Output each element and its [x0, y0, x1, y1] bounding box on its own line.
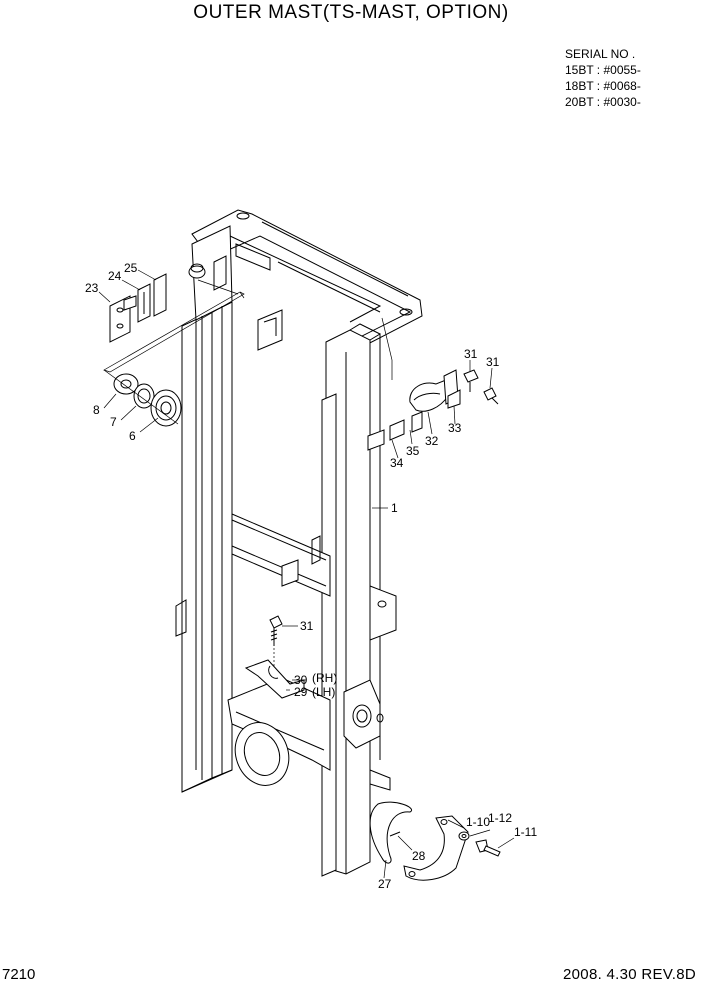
callout-31: 31 — [464, 347, 478, 361]
clamp-parts — [369, 801, 469, 881]
callout-31: 31 — [486, 355, 500, 369]
bolt-1-11 — [475, 839, 501, 857]
mast-bottom-crossmember — [227, 677, 391, 791]
callout-25: 25 — [124, 261, 138, 275]
callout-35: 35 — [406, 444, 420, 458]
revision-date: 2008. 4.30 REV.8D — [563, 966, 696, 983]
callout-33: 33 — [448, 421, 462, 435]
serial-line: 20BT : #0030- — [565, 95, 641, 109]
tilt-bracket — [343, 679, 384, 749]
plate-33 — [443, 369, 461, 409]
bolt-31-top — [463, 369, 499, 405]
roller-stud — [188, 255, 227, 291]
side-bracket — [369, 585, 397, 641]
callout-30-rh: (RH) — [312, 671, 337, 685]
assembly-guide-lines — [103, 279, 393, 425]
shim-24 — [137, 283, 151, 323]
callout-1-10: 1-10 — [466, 815, 490, 829]
page-number: 7210 — [2, 966, 36, 983]
mast-top-crossmember — [191, 209, 423, 349]
roller-6 — [150, 389, 182, 427]
callout-29: 29 — [294, 685, 308, 699]
plate-23 — [109, 295, 137, 343]
callout-1: 1 — [391, 501, 398, 515]
leader-lines — [98, 269, 515, 879]
serial-number-block: SERIAL NO . 15BT : #0055- 18BT : #0068- … — [565, 46, 641, 110]
callout-23: 23 — [85, 281, 99, 295]
mast-left-channel — [175, 225, 233, 793]
callout-29-lh: (LH) — [312, 685, 335, 699]
shim-25 — [153, 273, 167, 317]
shim-7 — [133, 383, 155, 409]
callout-27: 27 — [378, 877, 392, 891]
washer-1-12 — [458, 831, 470, 841]
callout-7: 7 — [110, 415, 117, 429]
bolt-31-center — [269, 615, 283, 666]
bracket-29-30 — [244, 659, 305, 699]
callout-6: 6 — [129, 429, 136, 443]
callout-labels: 1 23 24 25 8 7 6 31 31 32 33 34 35 31 30… — [85, 261, 537, 891]
callout-24: 24 — [108, 269, 122, 283]
callout-31: 31 — [300, 619, 314, 633]
mast-middle-crossmember — [231, 309, 331, 597]
serial-heading: SERIAL NO . — [565, 47, 636, 61]
callout-28: 28 — [412, 849, 426, 863]
callout-34: 34 — [390, 456, 404, 470]
serial-line: 18BT : #0068- — [565, 79, 641, 93]
serial-line: 15BT : #0055- — [565, 63, 641, 77]
callout-1-11: 1-11 — [514, 825, 537, 839]
callout-1-12: 1-12 — [488, 811, 512, 825]
hose-clamp-32 — [409, 379, 449, 412]
page-title: OUTER MAST(TS-MAST, OPTION) — [193, 2, 509, 23]
washer-8 — [113, 373, 139, 395]
callout-8: 8 — [93, 403, 100, 417]
callout-30: 30 — [294, 673, 308, 687]
bracket-34-35 — [367, 411, 423, 451]
callout-32: 32 — [425, 434, 439, 448]
